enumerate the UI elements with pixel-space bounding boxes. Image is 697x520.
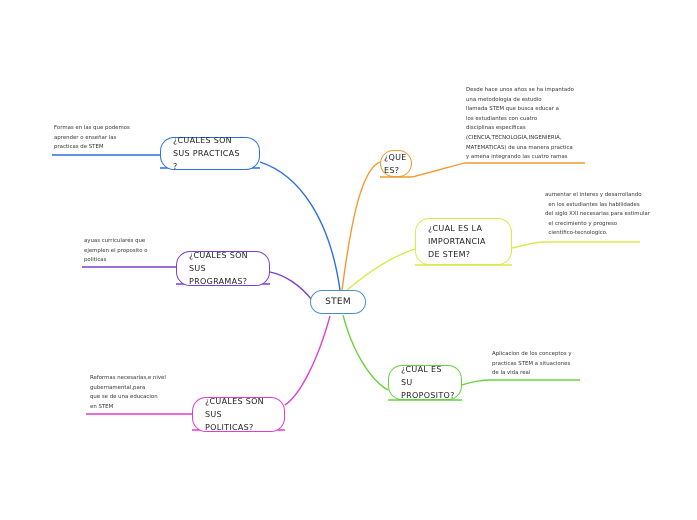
- note-proposito: Aplicacion de los conceptos y practicas …: [492, 351, 572, 377]
- branch-proposito[interactable]: ¿CUAL ES SU PROPOSITO?: [388, 365, 462, 400]
- central-topic[interactable]: STEM: [310, 290, 366, 314]
- branch-practicas[interactable]: ¿CUALES SON SUS PRACTICAS ?: [160, 136, 260, 171]
- connector-que-es: [341, 161, 585, 291]
- note-que-es: Desde hace unos años se ha impantado una…: [466, 87, 574, 161]
- connector-proposito: [342, 314, 580, 401]
- branch-importancia[interactable]: ¿CUAL ES LA IMPORTANCIA DE STEM?: [415, 218, 512, 265]
- branch-que-es[interactable]: ¿QUE ES?: [380, 150, 412, 177]
- note-practicas: Formas en las que podemos aprender o ens…: [54, 125, 130, 151]
- note-politicas: Reformas necesarias,e nivel gubernamenta…: [90, 375, 166, 410]
- note-programas: ayuas curriculares que ejemplen el propo…: [84, 238, 148, 264]
- note-importancia: aumentar el interes y desarrollando en l…: [545, 192, 650, 237]
- branch-politicas[interactable]: ¿CUALES SON SUS POLITICAS?: [192, 397, 285, 432]
- connector-importancia: [344, 241, 640, 293]
- branch-programas[interactable]: ¿CUALES SON SUS PROGRAMAS?: [176, 251, 270, 286]
